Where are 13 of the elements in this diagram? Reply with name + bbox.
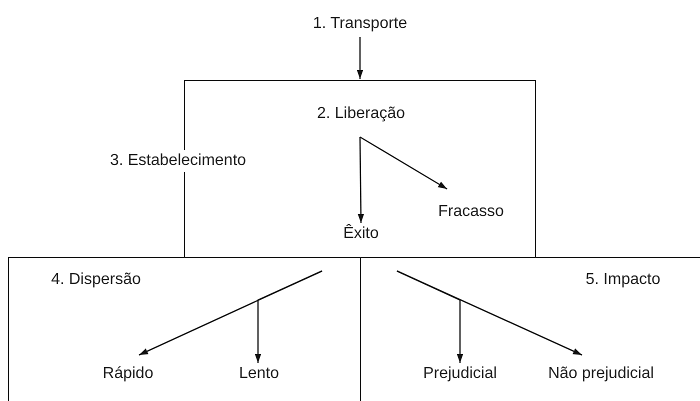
stage-label: 1. Transporte <box>312 15 408 33</box>
outcome-label: Êxito <box>343 225 379 243</box>
outcome-label: Rápido <box>102 365 154 383</box>
outcome-label: Prejudicial <box>423 365 497 383</box>
arrow <box>396 270 582 356</box>
arrow <box>358 137 364 223</box>
outcome-label: Fracasso <box>438 203 504 221</box>
arrow <box>254 270 322 363</box>
arrow <box>360 136 448 190</box>
outcome-label: Lento <box>238 365 280 383</box>
outcome-label: 2. Liberação <box>316 105 406 123</box>
outcome-label: Não prejudicial <box>548 365 654 383</box>
arrow <box>356 37 364 79</box>
